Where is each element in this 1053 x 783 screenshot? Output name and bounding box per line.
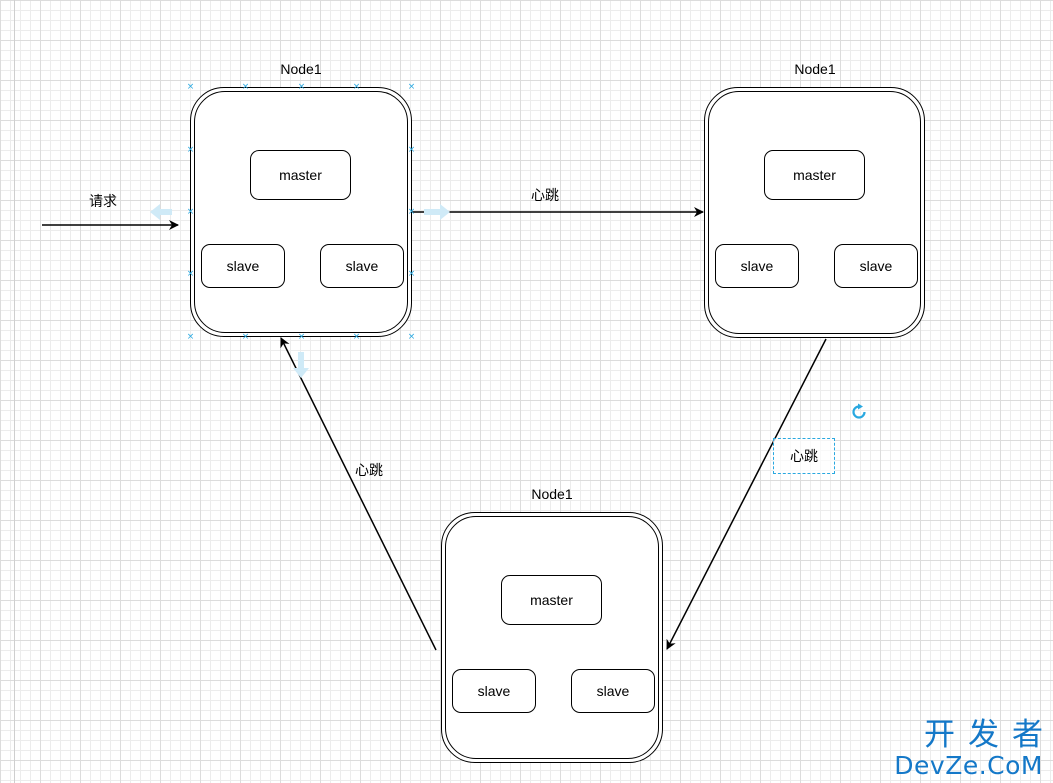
node-c[interactable]: master slave slave <box>441 512 663 763</box>
node-b-slave-right[interactable]: slave <box>834 244 918 288</box>
heartbeat-label-left[interactable]: 心跳 <box>355 463 383 479</box>
connection-point[interactable]: × <box>297 332 306 342</box>
node-a-slave-right[interactable]: slave <box>320 244 404 288</box>
heartbeat-label-right[interactable]: 心跳 <box>773 438 835 474</box>
node-c-slave-right[interactable]: slave <box>571 669 655 713</box>
watermark: 开发者 DevZe.CoM <box>894 720 1043 780</box>
connection-point[interactable]: × <box>352 82 361 92</box>
connection-arrow-icon[interactable] <box>150 204 450 378</box>
connection-point[interactable]: × <box>186 269 195 279</box>
resize-handle-bottom-right[interactable]: × <box>407 332 416 342</box>
connection-point[interactable]: × <box>186 207 195 217</box>
resize-handle-bottom-left[interactable]: × <box>186 332 195 342</box>
connection-point[interactable]: × <box>186 145 195 155</box>
request-label[interactable]: 请求 <box>89 194 117 210</box>
watermark-line2: DevZe.CoM <box>894 751 1043 780</box>
node-c-slave-left[interactable]: slave <box>452 669 536 713</box>
node-b-master[interactable]: master <box>764 150 865 200</box>
connection-point[interactable]: × <box>241 332 250 342</box>
connection-point[interactable]: × <box>407 145 416 155</box>
connection-point[interactable]: × <box>352 332 361 342</box>
node-c-master[interactable]: master <box>501 575 602 625</box>
rotate-icon[interactable] <box>850 403 868 421</box>
node-c-title: Node1 <box>531 486 573 502</box>
node-a[interactable]: master slave slave <box>190 87 412 337</box>
heartbeat-edge-left[interactable] <box>280 337 437 651</box>
watermark-line1: 开发者 <box>924 717 1053 753</box>
connection-point[interactable]: × <box>241 82 250 92</box>
node-a-title: Node1 <box>280 61 322 77</box>
heartbeat-edge-right[interactable] <box>666 338 827 650</box>
heartbeat-label-top[interactable]: 心跳 <box>531 188 559 204</box>
connection-point[interactable]: × <box>407 207 416 217</box>
resize-handle-top-right[interactable]: × <box>407 82 416 92</box>
node-b[interactable]: master slave slave <box>704 87 925 338</box>
node-b-title: Node1 <box>794 61 836 77</box>
resize-handle-top-left[interactable]: × <box>186 82 195 92</box>
canvas-left-ruler <box>14 0 15 783</box>
node-a-master[interactable]: master <box>250 150 351 200</box>
connection-point[interactable]: × <box>407 269 416 279</box>
node-b-slave-left[interactable]: slave <box>715 244 799 288</box>
node-a-slave-left[interactable]: slave <box>201 244 285 288</box>
connection-point[interactable]: × <box>297 82 306 92</box>
